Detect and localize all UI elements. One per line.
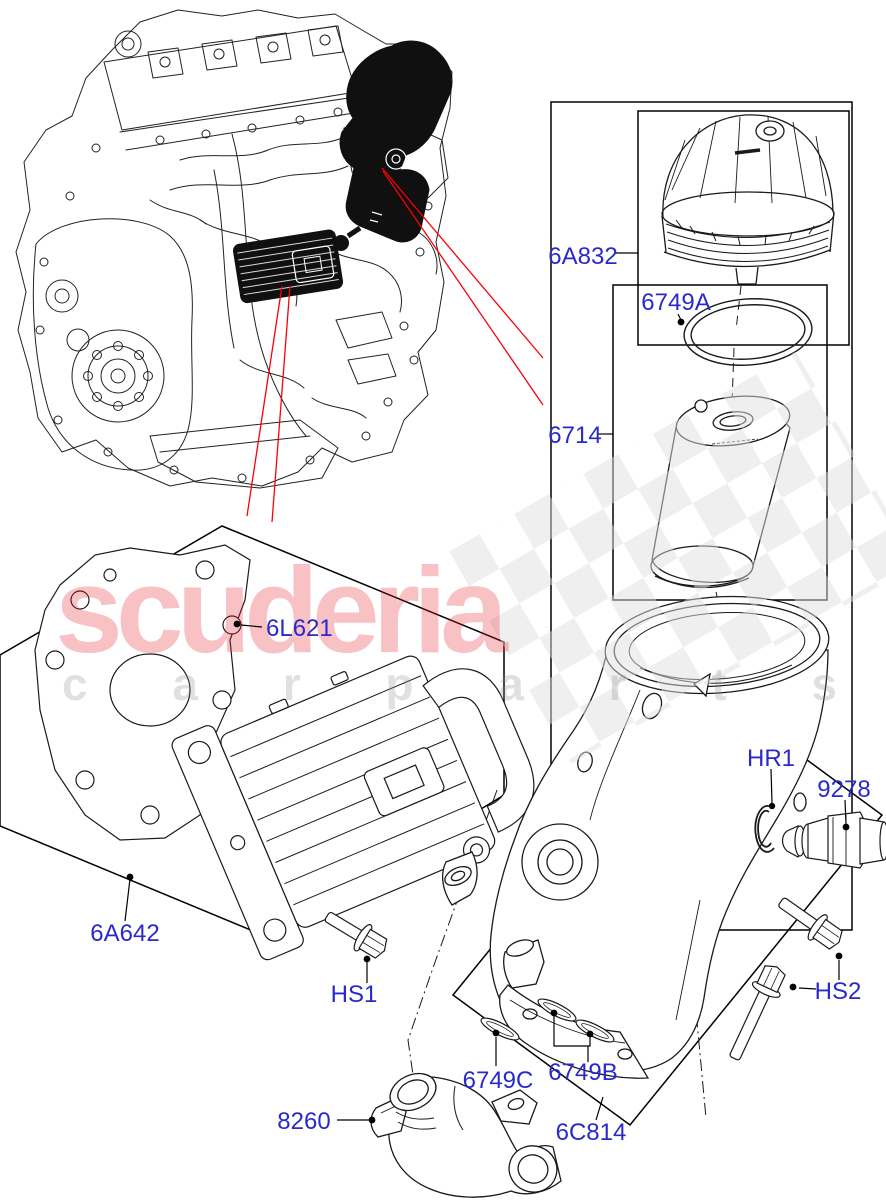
label-6749b: 6749B — [548, 1059, 617, 1086]
label-6749a: 6749A — [641, 289, 710, 316]
box-cap — [637, 110, 850, 346]
label-hr1: HR1 — [747, 745, 795, 772]
red-callout-lines — [246, 167, 544, 523]
oil-cooler-highlight — [232, 225, 362, 304]
bolt-hs2b-drawing — [729, 965, 786, 1061]
bolt-hs2a-drawing — [778, 897, 843, 950]
checkered-flag-watermark — [449, 351, 886, 764]
filter-housing-highlight — [339, 40, 453, 243]
label-6a642: 6A642 — [90, 920, 159, 947]
filter-cap-drawing — [661, 114, 835, 285]
label-6l621: 6L621 — [266, 615, 333, 642]
part-labels: 6A832 6749A 6714 6L621 6A642 HS1 HR1 927… — [90, 243, 870, 1146]
label-hs1: HS1 — [331, 981, 378, 1008]
leader-lines — [124, 252, 847, 1121]
engine-illustration — [15, 9, 453, 489]
label-6c814: 6C814 — [556, 1119, 627, 1146]
label-8260: 8260 — [277, 1108, 330, 1135]
label-6a832: 6A832 — [548, 243, 617, 270]
hose-drawing — [370, 1072, 562, 1198]
label-6749c: 6749C — [463, 1067, 534, 1094]
oil-pressure-sensor-drawing — [781, 811, 886, 869]
bolt-hs1-drawing — [324, 911, 388, 959]
oil-cooler-drawing — [171, 655, 535, 961]
label-hs2: HS2 — [815, 978, 862, 1005]
cap-rim-tabs — [675, 219, 815, 246]
watermark-subtext: c a r p a r t s — [62, 658, 873, 710]
watermark-brand-text: scuderia — [55, 542, 509, 678]
seal-drawings — [480, 998, 615, 1043]
label-6714: 6714 — [548, 422, 601, 449]
leader-dots — [126, 318, 850, 1124]
label-9278: 9278 — [817, 776, 870, 803]
